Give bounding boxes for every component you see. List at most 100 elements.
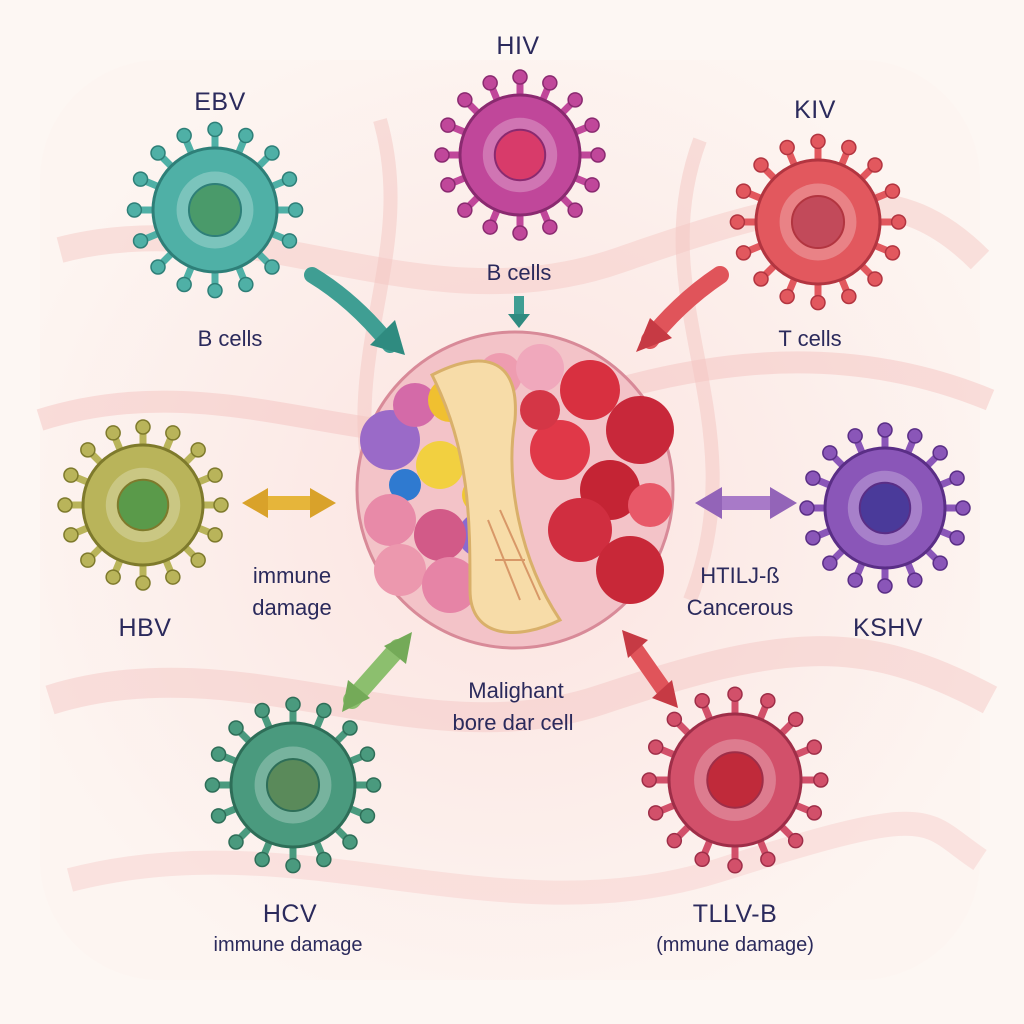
virus-spike-tip — [365, 777, 382, 793]
label-hcv: HCV — [262, 900, 318, 928]
virus-spike-tip — [822, 445, 838, 461]
virus-spike-tip — [841, 139, 857, 156]
virus-spike-tip — [210, 746, 227, 762]
label-hiv-target: B cells — [486, 260, 552, 285]
virus-spike-tip — [542, 75, 558, 91]
virus-spike-tip — [727, 686, 743, 702]
virus-spike-tip — [190, 442, 206, 458]
virus-spike-tip — [877, 422, 893, 438]
virus-spike-tip — [584, 117, 600, 133]
virus-spike-tip — [760, 692, 776, 709]
virus-spike-tip — [735, 183, 752, 199]
virus-spike-tip — [760, 851, 776, 868]
malignant-tumor-illustration — [355, 330, 675, 650]
virus-spike-tip — [512, 69, 528, 85]
virus-spike-tip — [787, 711, 804, 728]
virus-spike-tip — [753, 157, 769, 173]
virus-spike-tip — [727, 858, 743, 874]
virus-spike-tip — [907, 572, 923, 588]
label-hcv-target: immune damage — [213, 934, 363, 956]
virus-spike-tip — [457, 202, 473, 218]
virus-spike-tip — [63, 467, 79, 483]
virus-spike-tip — [822, 555, 838, 571]
hiv-virus-icon — [434, 69, 606, 241]
virus-spike-tip — [254, 851, 270, 868]
virus-spike-tip — [641, 772, 657, 788]
virus-spike-tip — [132, 171, 149, 187]
virus-spike-tip — [753, 271, 769, 287]
virus-core — [493, 128, 547, 182]
virus-spike-tip — [254, 702, 270, 719]
virus-spike-tip — [799, 500, 815, 516]
virus-spike-tip — [847, 428, 863, 444]
virus-spike-tip — [342, 834, 358, 850]
virus-spike-tip — [735, 245, 752, 261]
virus-core — [790, 194, 846, 250]
virus-spike-tip — [204, 777, 221, 793]
virus-spike-tip — [132, 233, 149, 249]
label-kiv: KIV — [794, 96, 836, 124]
virus-spike-tip — [176, 276, 192, 293]
virus-spike-tip — [207, 467, 223, 483]
kshv-virus-icon — [799, 422, 971, 594]
kiv-virus-icon — [729, 133, 907, 311]
virus-spike-tip — [813, 772, 829, 788]
virus-spike-tip — [729, 214, 746, 230]
virus-spike-tip — [567, 92, 583, 108]
virus-spike-tip — [949, 530, 965, 546]
label-hbv: HBV — [118, 614, 172, 642]
virus-core — [116, 478, 170, 532]
virus-spike-tip — [176, 127, 192, 144]
virus-spike-tip — [316, 702, 332, 719]
virus-spike-tip — [694, 692, 710, 709]
virus-spike-tip — [666, 832, 683, 849]
virus-spike-tip — [482, 75, 498, 91]
virus-spike-tip — [867, 271, 883, 287]
virus-spike-tip — [590, 147, 606, 163]
ebv-virus-icon — [126, 121, 304, 299]
virus-spike-tip — [342, 720, 358, 736]
virus-spike-tip — [949, 470, 965, 486]
virus-spike-tip — [841, 288, 857, 305]
virus-spike-tip — [238, 276, 254, 293]
label-hbv-target-line1: immune — [252, 563, 332, 588]
virus-spike-tip — [907, 428, 923, 444]
virus-core — [187, 182, 243, 238]
virus-spike-tip — [932, 445, 948, 461]
virus-spike-tip — [150, 145, 166, 161]
virus-spike-tip — [955, 500, 971, 516]
virus-spike-tip — [884, 245, 901, 261]
virus-spike-tip — [359, 746, 376, 762]
arrow-ebv-to-tumor — [304, 267, 405, 355]
virus-spike-tip — [213, 497, 229, 513]
label-tllv: TLLV-B — [692, 900, 778, 928]
virus-spike-tip — [135, 575, 151, 591]
virus-spike-tip — [228, 720, 244, 736]
arrow-hcv-tumor — [342, 632, 412, 712]
virus-core — [706, 751, 764, 809]
virus-spike-tip — [80, 552, 96, 568]
label-ebv-target: B cells — [197, 326, 263, 351]
virus-spike-tip — [440, 117, 456, 133]
label-kshv: KSHV — [852, 614, 924, 642]
virus-spike-tip — [359, 808, 376, 824]
virus-spike-tip — [285, 696, 301, 713]
virus-spike-tip — [105, 569, 121, 585]
hbv-virus-icon — [57, 419, 229, 591]
virus-spike-tip — [165, 425, 181, 441]
virus-spike-tip — [810, 294, 826, 311]
virus-spike-tip — [228, 834, 244, 850]
label-ebv: EBV — [194, 88, 246, 116]
virus-spike-tip — [647, 805, 664, 821]
center-label-line2: bore dar cell — [452, 710, 574, 735]
virus-spike-tip — [867, 157, 883, 173]
virus-spike-tip — [810, 133, 826, 150]
virus-spike-tip — [210, 808, 227, 824]
virus-spike-tip — [512, 225, 528, 241]
virus-spike-tip — [80, 442, 96, 458]
virus-spike-tip — [847, 572, 863, 588]
virus-spike-tip — [647, 739, 664, 755]
virus-spike-tip — [238, 127, 254, 144]
label-kiv-target: T cells — [778, 326, 842, 351]
